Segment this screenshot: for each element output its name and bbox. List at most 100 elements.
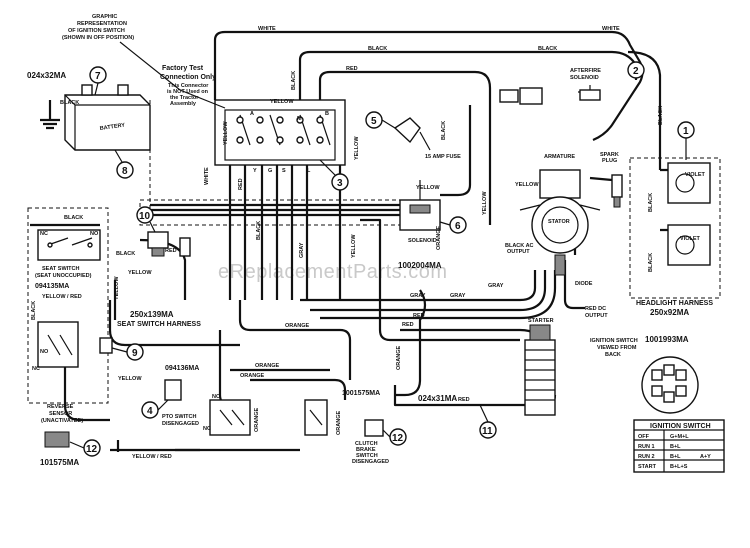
ignition-switch-back-view <box>641 356 699 414</box>
ignition-table: IGNITION SWITCH OFF G+M+L RUN 1 B+L RUN … <box>633 419 725 473</box>
terminal-g: G <box>268 168 272 174</box>
diode-label: DIODE <box>575 281 593 287</box>
wire-label-orange-clutch: ORANGE <box>336 411 342 435</box>
battery-part-number: 024x32MA <box>27 71 66 80</box>
relay-connector <box>147 231 169 257</box>
terminal-b: B <box>325 111 329 117</box>
clutch-label3: SWITCH <box>356 453 378 459</box>
ign-view-label3: BACK <box>605 352 621 358</box>
afterfire-label1: AFTERFIRE <box>570 68 601 74</box>
reverse-sensor <box>37 321 79 448</box>
svg-text:9: 9 <box>132 348 138 359</box>
wire-label-orange-h3: ORANGE <box>240 373 264 379</box>
svg-text:7: 7 <box>95 71 101 82</box>
factory-test-title1: Factory Test <box>162 65 204 72</box>
callout-5: 5 <box>365 111 396 129</box>
svg-text:6: 6 <box>455 221 461 232</box>
seat-switch-wire-label: YELLOW / RED <box>42 294 82 300</box>
wire-label-yellow-seat: YELLOW <box>128 270 152 276</box>
wire-label-white-top: WHITE <box>258 26 276 32</box>
wire-label-black-seat2: BLACK <box>116 251 135 257</box>
wire-label-yellow-vert1: YELLOW <box>223 121 229 145</box>
starter-cable-part-number: 024x31MA <box>418 394 457 403</box>
spark-plug <box>589 174 623 208</box>
callout-3: 3 <box>319 159 349 191</box>
wire-label-yellow-red-bottom: YELLOW / RED <box>132 454 172 460</box>
wire-label-orange-solenoid: ORANGE <box>436 226 442 250</box>
wire-label-black-seat: BLACK <box>64 215 83 221</box>
wire-label-white-right: WHITE <box>602 26 620 32</box>
seat-switch-label2: (SEAT UNOCCUPIED) <box>35 273 92 279</box>
wire-label-black-reverse: BLACK <box>31 301 37 320</box>
ign-view-label2: VIEWED FROM <box>597 345 637 351</box>
svg-text:4: 4 <box>147 406 153 417</box>
seat-no-label: NO <box>90 231 99 237</box>
pto-no-label: NO <box>212 394 221 400</box>
ign-row-run2-pos: RUN 2 <box>638 454 655 460</box>
svg-text:3: 3 <box>337 178 343 189</box>
ign-row-run1-pos: RUN 1 <box>638 444 655 450</box>
svg-text:2: 2 <box>633 66 639 77</box>
terminal-a: A <box>250 111 254 117</box>
battery-label: BATTERY <box>99 122 125 132</box>
fuse <box>393 117 431 151</box>
seat-switch <box>37 229 101 261</box>
callout-11: 11 <box>479 404 497 439</box>
violet-label-2: VIOLET <box>680 236 701 242</box>
stator-label: STATOR <box>548 219 570 225</box>
battery: BATTERY <box>64 84 151 151</box>
wire-label-red-starter: RED <box>458 397 470 403</box>
wire-label-black-headlight: BLACK <box>658 106 664 125</box>
watermark: eReplacementParts.com <box>218 261 447 283</box>
ign-row-run2-circuit: B+L <box>670 454 681 460</box>
graphic-rep-line4: (SHOWN IN OFF POSITION) <box>62 35 134 41</box>
wire-label-red-starter2: RED <box>413 313 425 319</box>
svg-text:12: 12 <box>86 444 98 455</box>
callout-12a: 12 <box>69 439 101 457</box>
wire-label-black-battery: BLACK <box>60 100 79 106</box>
wire-labels: WHITE WHITE BLACK BLACK RED BLACK YELLOW… <box>31 26 664 460</box>
graphic-rep-line2: REPRESENTATION <box>77 21 127 27</box>
reverse-label2: SENSOR <box>49 411 72 417</box>
starter <box>524 324 556 416</box>
fuse-label: 15 AMP FUSE <box>425 154 461 160</box>
wire-label-gray-vert1: GRAY <box>299 242 305 258</box>
seat-harness-part-number: 250x139MA <box>130 310 174 319</box>
wire-label-black-switch: BLACK <box>291 71 297 90</box>
pto-switch <box>209 399 251 436</box>
seat-nc-label: NC <box>40 231 48 237</box>
solenoid-part-number: 1002004MA <box>398 261 442 270</box>
terminal-m: M <box>297 116 302 122</box>
callout-2: 2 <box>627 61 645 79</box>
wire-label-orange-vert: ORANGE <box>396 346 402 370</box>
wire-label-orange-h1: ORANGE <box>285 323 309 329</box>
wire-label-black-headlight2: BLACK <box>648 193 654 212</box>
violet-label-1: VIOLET <box>685 172 706 178</box>
reverse-label1: REVERSE <box>47 404 74 410</box>
ign-row-start-circuit: B+L+S <box>670 464 688 470</box>
clutch-label1: CLUTCH <box>355 441 378 447</box>
ign-row-off-pos: OFF <box>638 434 650 440</box>
wire-label-white-vert: WHITE <box>204 167 210 185</box>
ign-row-run2-extra: A+Y <box>700 454 711 460</box>
wire-label-black-fuse: BLACK <box>441 121 447 140</box>
callout-12b: 12 <box>382 428 407 446</box>
seat-harness-label: SEAT SWITCH HARNESS <box>117 321 201 328</box>
wire-label-orange-h2: ORANGE <box>255 363 279 369</box>
seat-switch-part-number: 094135MA <box>35 283 69 290</box>
pto-switch-label1: PTO SWITCH <box>162 414 196 420</box>
armature-label: ARMATURE <box>544 154 575 160</box>
reverse-part-number: 101575MA <box>40 458 79 467</box>
reverse-label3: (UNACTIVATED) <box>41 418 83 424</box>
wire-label-gray-h1: GRAY <box>410 293 426 299</box>
wire-label-orange-pto: ORANGE <box>254 408 260 432</box>
callout-9: 9 <box>111 343 144 361</box>
wire-label-yellow-solenoid: YELLOW <box>416 185 440 191</box>
seat-switch-label1: SEAT SWITCH <box>42 266 80 272</box>
wire-label-yellow-switch: YELLOW <box>270 99 294 105</box>
callout-1: 1 <box>677 121 695 160</box>
wire-label-red-top: RED <box>346 66 358 72</box>
solenoid <box>399 180 441 231</box>
pto-connector <box>164 379 182 401</box>
